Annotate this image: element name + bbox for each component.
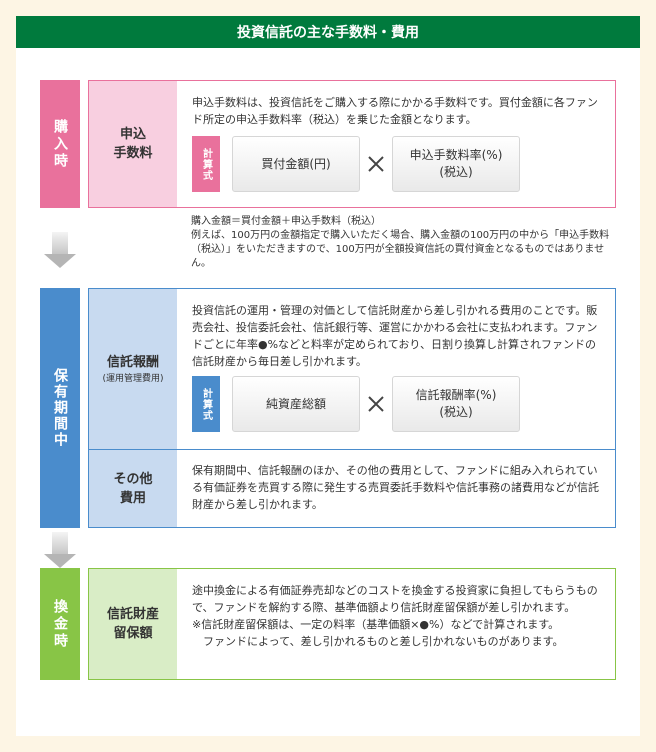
holding-calc-tag: 計算式 (192, 376, 220, 432)
down-arrow-icon (44, 232, 76, 272)
phase-redemption-label: 換金時 (40, 568, 80, 680)
purchase-calc-rate: 申込手数料率(%) (税込) (392, 136, 520, 192)
redemption-fee-box: 信託財産 留保額 途中換金による有価証券売却などのコストを換金する投資家に負担し… (88, 568, 616, 680)
down-arrow-icon (44, 532, 76, 572)
redemption-fee-label: 信託財産 留保額 (89, 569, 177, 679)
other-fee-description: 保有期間中、信託報酬のほか、その他の費用として、ファンドに組み入れられている有価… (192, 464, 599, 511)
multiply-icon (361, 136, 391, 192)
phase-purchase-label: 購入時 (40, 80, 80, 208)
purchase-fee-label: 申込 手数料 (89, 81, 177, 207)
phase-holding-label: 保有期間中 (40, 288, 80, 528)
trust-fee-description: 投資信託の運用・管理の対価として信託財産から差し引かれる費用のことです。販売会社… (192, 304, 598, 368)
page-title: 投資信託の主な手数料・費用 (16, 16, 640, 48)
holding-divider (89, 449, 615, 450)
holding-calc-assets: 純資産総額 (232, 376, 360, 432)
multiply-icon (361, 376, 391, 432)
purchase-note: 購入金額＝買付金額＋申込手数料（税込） 例えば、100万円の金額指定で購入いただ… (191, 216, 610, 269)
holding-calc-rate: 信託報酬率(%) (税込) (392, 376, 520, 432)
redemption-fee-description: 途中換金による有価証券売却などのコストを換金する投資家に負担してもらうもので、フ… (192, 584, 598, 648)
purchase-calc-tag: 計算式 (192, 136, 220, 192)
fee-panel: 投資信託の主な手数料・費用 購入時 申込 手数料 申込手数料は、投資信託をご購入… (16, 16, 640, 736)
purchase-fee-box: 申込 手数料 申込手数料は、投資信託をご購入する際にかかる手数料です。買付金額に… (88, 80, 616, 208)
purchase-fee-description: 申込手数料は、投資信託をご購入する際にかかる手数料です。買付金額に各ファンド所定… (192, 96, 598, 126)
trust-fee-label: 信託報酬 (運用管理費用) (89, 289, 177, 449)
purchase-calc-amount: 買付金額(円) (232, 136, 360, 192)
other-fee-label: その他 費用 (89, 450, 177, 527)
holding-fee-box: 信託報酬 (運用管理費用) 投資信託の運用・管理の対価として信託財産から差し引か… (88, 288, 616, 528)
